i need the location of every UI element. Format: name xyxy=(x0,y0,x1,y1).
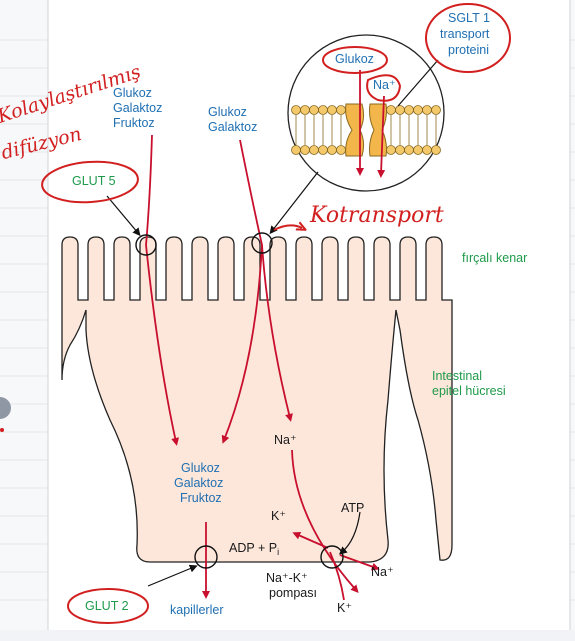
inner-sugar-labels: Glukoz Galaktoz Fruktoz xyxy=(174,461,223,505)
svg-text:Fruktoz: Fruktoz xyxy=(180,491,222,505)
svg-text:Glukoz: Glukoz xyxy=(181,461,220,475)
svg-text:Fruktoz: Fruktoz xyxy=(113,116,155,130)
handwritten-text-cotransport: Kotransport xyxy=(309,203,444,228)
label-k-inside: K⁺ xyxy=(271,509,286,523)
svg-text:proteini: proteini xyxy=(448,43,489,57)
label-glut5: GLUT 5 xyxy=(72,174,116,188)
label-na-out: Na⁺ xyxy=(371,565,394,579)
label-glut2: GLUT 2 xyxy=(85,599,129,613)
label-atp: ATP xyxy=(341,501,364,515)
svg-text:Galaktoz: Galaktoz xyxy=(113,101,162,115)
svg-text:Intestinal: Intestinal xyxy=(432,369,482,383)
label-brush-border: fırçalı kenar xyxy=(462,251,527,265)
label-capillaries: kapillerler xyxy=(170,603,224,617)
sglt1-label: SGLT 1 transport proteini xyxy=(440,11,490,57)
svg-text:epitel hücresi: epitel hücresi xyxy=(432,384,506,398)
svg-text:Galaktoz: Galaktoz xyxy=(208,120,257,134)
side-handle[interactable] xyxy=(0,397,11,419)
label-adp-pi: ADP + Pi xyxy=(229,541,279,557)
label-glukoz-top: Glukoz xyxy=(335,52,374,66)
label-k-out: K⁺ xyxy=(337,601,352,615)
svg-text:Glukoz: Glukoz xyxy=(208,105,247,119)
label-na-inside: Na⁺ xyxy=(274,433,297,447)
label-na-top: Na⁺ xyxy=(373,78,396,92)
svg-text:SGLT 1: SGLT 1 xyxy=(448,11,490,25)
svg-text:pompası: pompası xyxy=(269,586,317,600)
svg-text:Na⁺-K⁺: Na⁺-K⁺ xyxy=(266,571,308,585)
svg-text:Galaktoz: Galaktoz xyxy=(174,476,223,490)
svg-text:transport: transport xyxy=(440,27,490,41)
